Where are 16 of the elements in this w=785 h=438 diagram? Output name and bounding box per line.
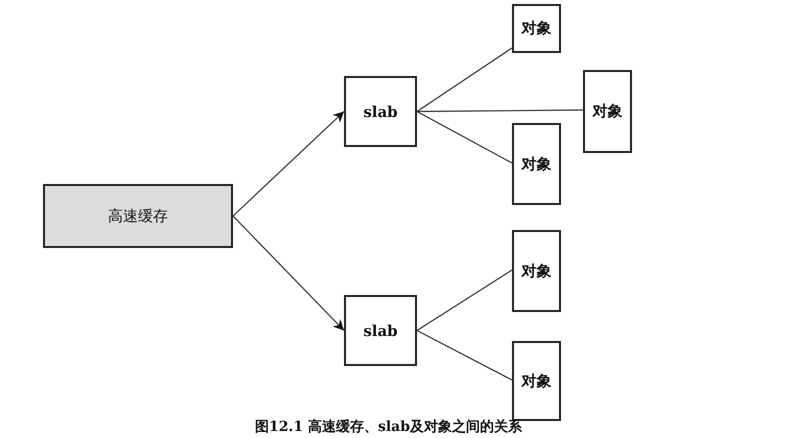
figure-caption: 图12.1 高速缓存、slab及对象之间的关系 xyxy=(255,418,522,436)
connector-line xyxy=(417,109,583,112)
arrow xyxy=(232,216,344,331)
connector-line xyxy=(416,330,512,381)
connector-line xyxy=(416,110,512,164)
object-box: 对象 xyxy=(512,341,561,421)
cache-box: 高速缓存 xyxy=(43,184,233,248)
slab-box: slab xyxy=(344,295,417,366)
object-box: 对象 xyxy=(512,230,561,312)
arrow xyxy=(232,111,344,216)
object-box: 对象 xyxy=(512,123,561,205)
object-box: 对象 xyxy=(583,70,632,153)
slab-box: slab xyxy=(344,76,417,147)
connector-line xyxy=(416,270,512,331)
connector-line xyxy=(416,48,512,112)
object-box: 对象 xyxy=(512,4,561,53)
